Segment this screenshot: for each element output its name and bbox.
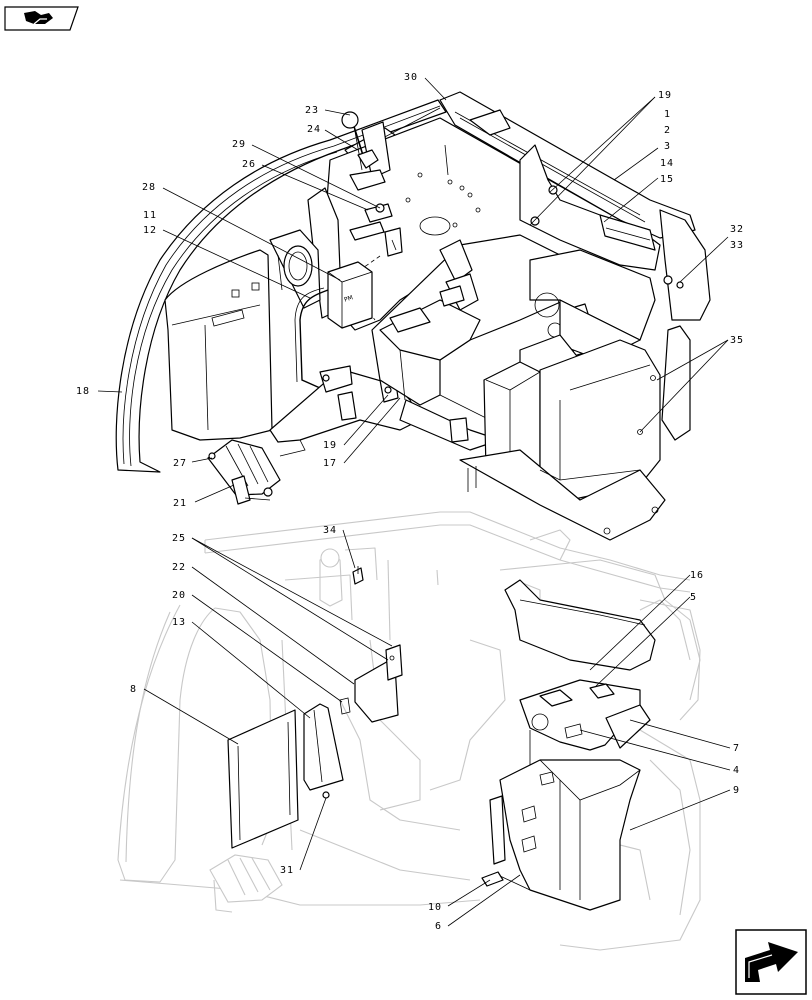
part-labels-upper: 30 23 24 29 26 28 11 12 19 1 2 3 14 15 3… — [76, 72, 744, 509]
label-7: 7 — [733, 743, 740, 754]
label-15: 15 — [660, 174, 674, 185]
label-24: 24 — [307, 124, 321, 135]
label-17: 17 — [323, 458, 337, 469]
svg-text:PM: PM — [343, 294, 354, 303]
label-33: 33 — [730, 240, 744, 251]
label-32: 32 — [730, 224, 744, 235]
label-6: 6 — [435, 921, 442, 932]
label-18: 18 — [76, 386, 90, 397]
label-19-mid: 19 — [323, 440, 337, 451]
label-10: 10 — [428, 902, 442, 913]
right-housing — [459, 249, 691, 541]
label-3: 3 — [664, 141, 671, 152]
label-23: 23 — [305, 105, 319, 116]
book-arrow-icon[interactable] — [4, 6, 79, 31]
label-1: 1 — [664, 109, 671, 120]
label-29: 29 — [232, 139, 246, 150]
label-26: 26 — [242, 159, 256, 170]
label-2: 2 — [664, 125, 671, 136]
label-16: 16 — [690, 570, 704, 581]
cab-side-panel — [115, 99, 447, 473]
label-25: 25 — [172, 533, 186, 544]
label-30: 30 — [404, 72, 418, 83]
right-side-plate — [519, 144, 711, 321]
label-8: 8 — [130, 684, 137, 695]
label-19-top: 19 — [658, 90, 672, 101]
label-12: 12 — [143, 225, 157, 236]
label-22: 22 — [172, 562, 186, 573]
label-5: 5 — [690, 592, 697, 603]
center-tunnel — [371, 234, 566, 451]
label-21: 21 — [173, 498, 187, 509]
pedal-assembly — [207, 439, 281, 505]
control-unit: PM — [327, 261, 373, 329]
label-13: 13 — [172, 617, 186, 628]
leader-lines — [97, 77, 731, 927]
wire-harness — [294, 287, 329, 389]
label-34: 34 — [323, 525, 337, 536]
label-28: 28 — [142, 182, 156, 193]
label-9: 9 — [733, 785, 740, 796]
lower-covers — [227, 566, 656, 911]
gear-lever — [341, 111, 391, 191]
label-4: 4 — [733, 765, 740, 776]
label-11: 11 — [143, 210, 157, 221]
label-14: 14 — [660, 158, 674, 169]
label-35: 35 — [730, 335, 744, 346]
floor-support-frame — [269, 365, 421, 457]
label-20: 20 — [172, 590, 186, 601]
part-labels-lower: 34 25 22 20 13 8 16 5 7 4 9 31 10 6 — [130, 525, 740, 932]
label-31: 31 — [280, 865, 294, 876]
cab-frame-ghost — [117, 511, 701, 951]
next-page-arrow-icon[interactable] — [735, 929, 807, 995]
label-27: 27 — [173, 458, 187, 469]
